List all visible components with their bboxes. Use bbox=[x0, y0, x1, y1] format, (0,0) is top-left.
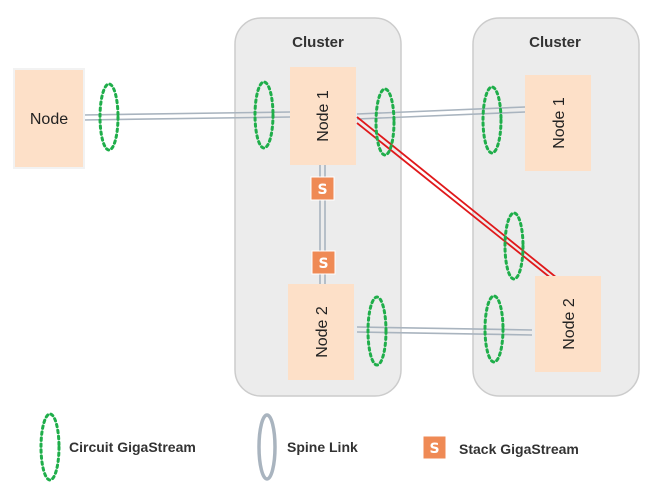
node-cluster-right-1-label: Node 1 bbox=[551, 97, 568, 149]
cluster-left-title: Cluster bbox=[292, 34, 344, 51]
stack-gigastream-icon: S bbox=[311, 250, 336, 275]
legend-label-circuit-gigastream: Circuit GigaStream bbox=[69, 439, 196, 455]
legend-label-spine-link: Spine Link bbox=[287, 439, 358, 455]
legend-item-spine-link: Spine Link bbox=[257, 413, 358, 481]
node-cluster-left-1[interactable]: Node 1 bbox=[290, 67, 356, 165]
circuit-gigastream-icon bbox=[481, 85, 503, 155]
circuit-gigastream-icon bbox=[503, 211, 525, 281]
node-cluster-left-2[interactable]: Node 2 bbox=[288, 284, 354, 380]
circuit-gigastream-icon bbox=[483, 294, 505, 364]
legend-label-stack-gigastream: Stack GigaStream bbox=[459, 441, 579, 457]
cluster-right-title: Cluster bbox=[529, 34, 581, 51]
svg-text:S: S bbox=[318, 256, 328, 272]
stack-gigastream-icon: S bbox=[310, 176, 335, 201]
node-cluster-right-2[interactable]: Node 2 bbox=[535, 276, 601, 372]
legend-item-stack-gigastream: S Stack GigaStream bbox=[422, 435, 579, 460]
circuit-gigastream-icon bbox=[374, 87, 396, 157]
legend-stack-symbol: S bbox=[429, 441, 439, 457]
node-cluster-left-2-label: Node 2 bbox=[314, 306, 331, 358]
spine-link-icon bbox=[257, 413, 277, 481]
legend: Circuit GigaStream Spine Link S Stack Gi… bbox=[39, 412, 579, 482]
node-cluster-left-1-label: Node 1 bbox=[315, 90, 332, 142]
circuit-gigastream-icon bbox=[253, 80, 275, 150]
node-cluster-right-1[interactable]: Node 1 bbox=[525, 75, 591, 171]
node-standalone[interactable]: Node bbox=[13, 68, 85, 169]
node-cluster-right-2-label: Node 2 bbox=[561, 298, 578, 350]
node-standalone-label: Node bbox=[30, 111, 68, 128]
svg-text:S: S bbox=[317, 182, 327, 198]
circuit-gigastream-icon bbox=[98, 82, 120, 152]
spine-link-node1-to-node1 bbox=[356, 106, 526, 120]
dotted-ellipse-icon bbox=[39, 412, 61, 482]
circuit-gigastream-icon bbox=[366, 295, 388, 367]
stack-gigastream-icon bbox=[422, 435, 447, 460]
legend-item-circuit-gigastream: Circuit GigaStream bbox=[39, 412, 196, 482]
